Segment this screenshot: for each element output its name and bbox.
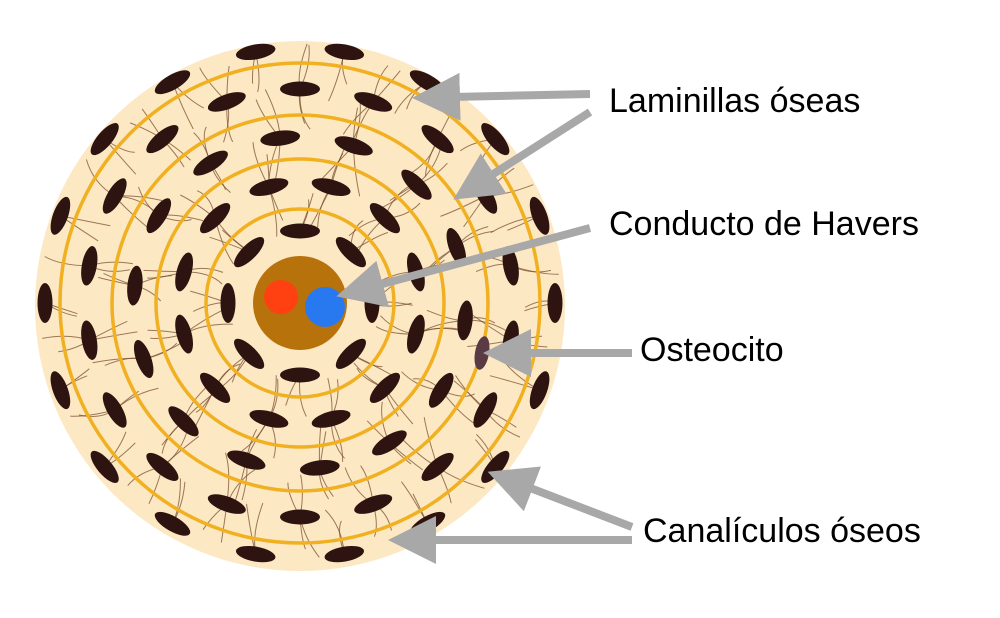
label-laminillas-oseas: Laminillas óseas [609,82,861,120]
osteocyte [249,178,289,197]
osteocyte [372,430,407,456]
osteocyte [457,300,473,341]
osteocyte [406,314,425,354]
label-canaliculos-oseos: Canalículos óseos [643,512,921,550]
osteocyte [481,123,510,156]
osteocyte [446,228,467,266]
osteocyte [334,136,373,156]
arrow-havers [336,224,592,308]
osteocyte [199,372,231,404]
arrow-laminillas-outer [412,72,591,121]
osteocyte [280,509,320,525]
osteocyte [50,196,71,235]
osteocyte [280,81,320,97]
osteocyte [324,43,365,61]
osteocyte [421,452,454,481]
osteocyte [280,223,320,239]
lamellae-group [58,61,542,545]
pointer-arrows [336,72,634,564]
osteocyte [37,283,53,323]
osteocyte [227,450,266,470]
label-osteocito: Osteocito [640,331,784,369]
osteocyte [401,169,432,200]
osteocyte [324,545,365,563]
osteocytes-group [37,43,563,563]
osteocyte [133,340,154,378]
osteocyte [102,392,127,428]
osteocyte [311,178,351,197]
osteocyte [50,371,71,410]
osteocyte [280,367,320,383]
artery [264,280,298,314]
osteocyte [146,125,179,154]
osteocyte [369,202,401,234]
vein [305,287,345,327]
osteocyte [502,246,519,286]
osteocyte [102,178,127,214]
osteocyte [146,452,179,481]
osteocyte [369,372,401,404]
osteocyte [199,202,231,234]
osteocyte [299,459,340,476]
osteocyte [90,123,119,156]
osteocyte [168,406,199,437]
osteocyte [354,494,393,514]
arrow-canaliculos-upper [487,466,634,531]
osteocyte [249,409,289,428]
osteocyte [233,236,265,268]
osteocyte [193,150,228,176]
osteocyte [127,265,143,306]
osteocyte [207,92,246,112]
osteocyte [421,125,454,154]
osteocyte [81,320,98,360]
osteocyte [175,252,194,292]
osteocyte [335,338,367,370]
osteocyte [235,545,276,563]
osteocyte [146,198,172,234]
osteocyte [175,314,194,354]
lamella-ring [110,113,490,493]
osteocyte [81,246,98,286]
osteocyte [354,92,393,112]
lamella-ring [204,207,396,399]
osteocyte [233,338,265,370]
osteocyte [260,130,301,147]
lamella-ring [154,157,446,449]
osteocyte [220,283,236,323]
osteocyte [335,236,367,268]
label-conducto-de-havers: Conducto de Havers [609,205,919,243]
osteocyte [529,371,550,410]
osteocyte [428,372,454,408]
osteocyte [529,196,550,235]
osteocyte [90,450,119,483]
osteocyte [154,511,191,536]
osteocyte [311,409,351,428]
osteocyte [207,494,246,514]
osteocyte [154,70,191,95]
arrow-laminillas-inner [453,108,593,200]
haversian-canal [253,256,347,350]
osteocyte [547,283,563,323]
lamella-ring [58,61,542,545]
osteocyte [235,43,276,61]
osteocyte [473,392,498,428]
